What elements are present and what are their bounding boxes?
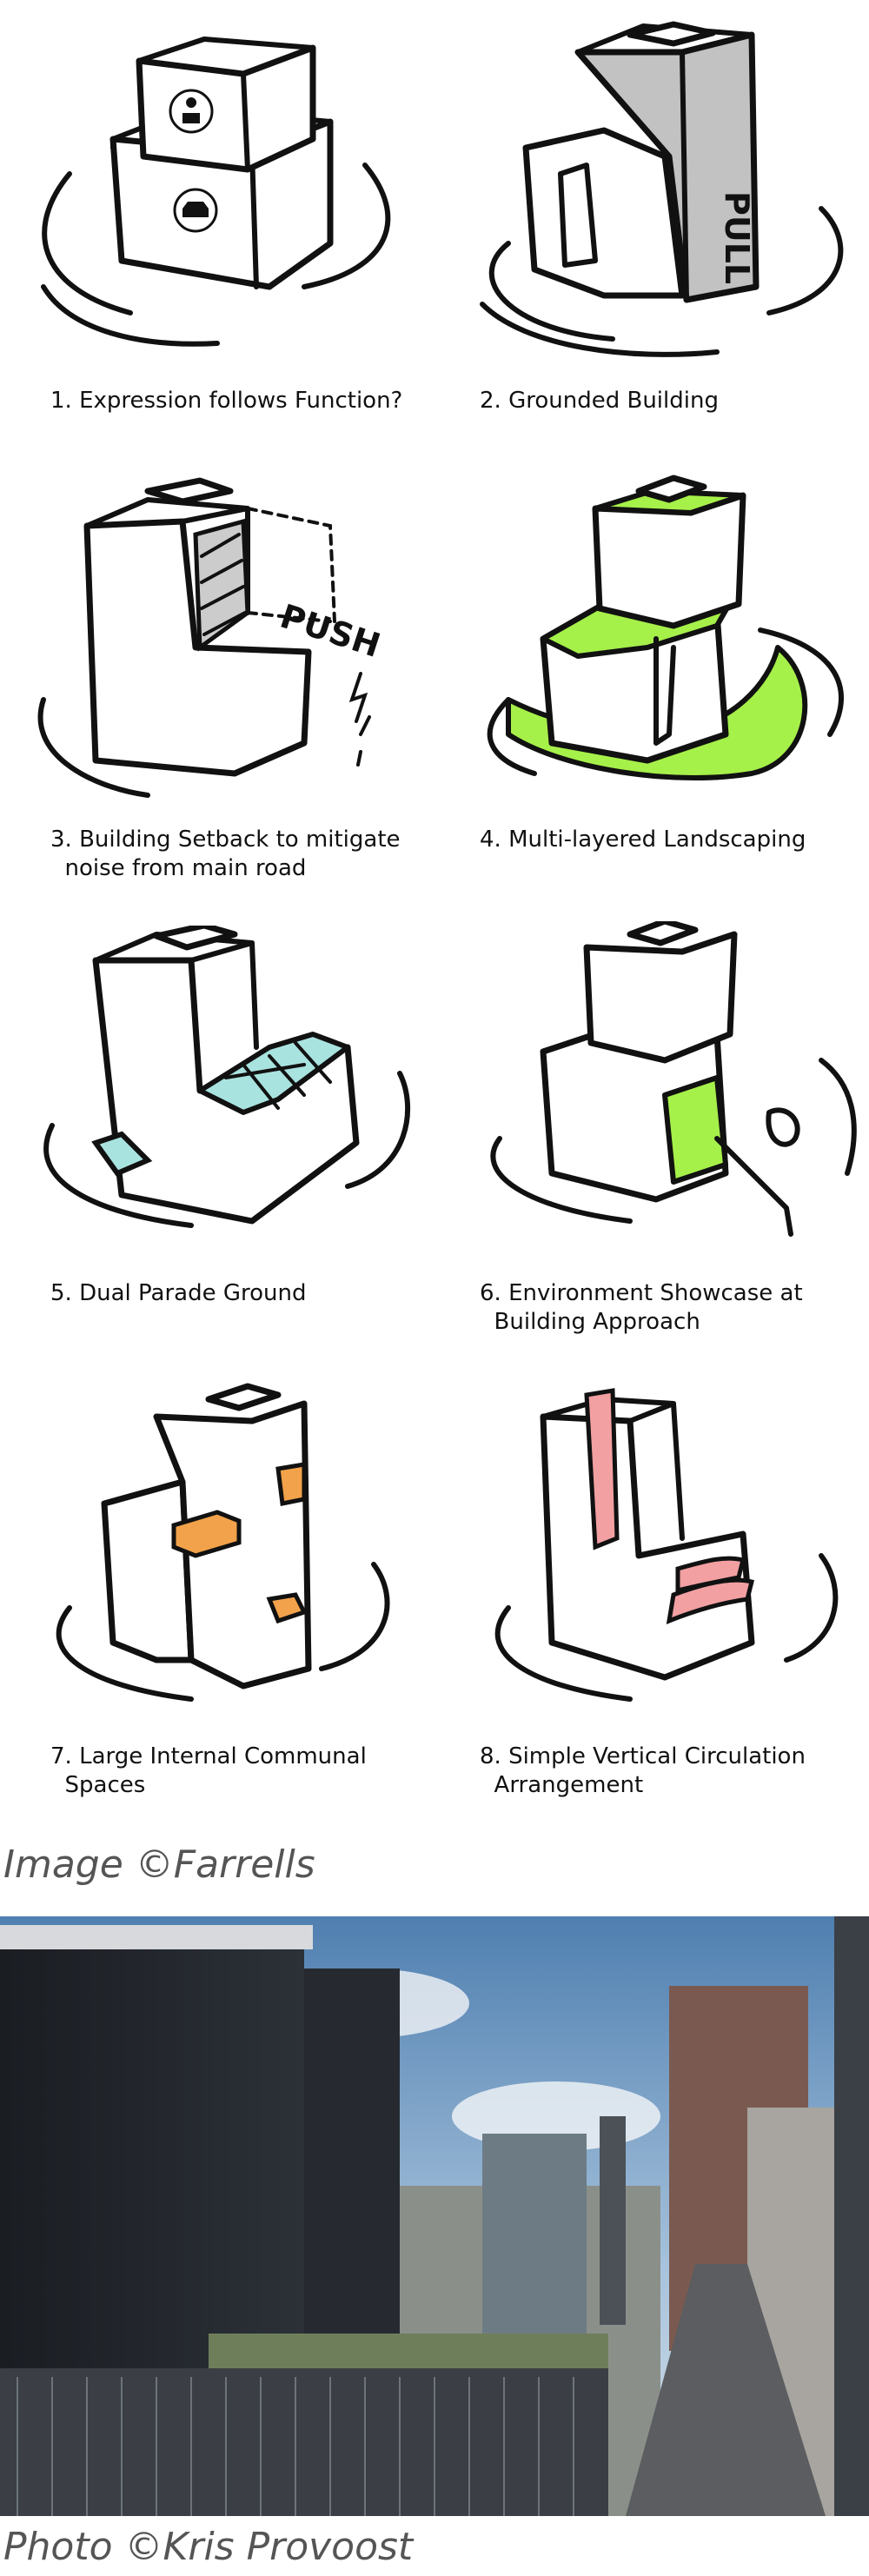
diagram-6-environment-showcase	[456, 921, 865, 1256]
photo-credit: Photo ©Kris Provoost	[3, 2525, 414, 2569]
diagram-3-caption: 3. Building Setback to mitigate noise fr…	[50, 827, 401, 881]
diagram-5-caption: 5. Dual Parade Ground	[50, 1280, 307, 1306]
diagram-1-expression-follows-function	[17, 26, 417, 374]
driver-icon	[169, 89, 214, 134]
diagram-3-sketch: PUSH	[37, 477, 385, 798]
diagram-6-caption: 6. Environment Showcase at Building Appr…	[480, 1280, 803, 1335]
diagram-1-sketch	[41, 37, 391, 347]
diagram-8-caption: 8. Simple Vertical Circulation Arrangeme…	[480, 1743, 806, 1798]
diagram-2-grounded-building: PULL	[456, 17, 865, 374]
diagram-1-caption: 1. Expression follows Function?	[50, 388, 403, 414]
diagram-2-caption: 2. Grounded Building	[480, 388, 719, 414]
image-credit: Image ©Farrells	[3, 1842, 315, 1887]
diagram-8-vertical-circulation	[456, 1382, 865, 1730]
diagram-4-caption: 4. Multi-layered Landscaping	[480, 827, 806, 853]
diagram-7-sketch	[56, 1383, 390, 1702]
diagram-6-sketch	[490, 921, 857, 1237]
pull-label: PULL	[718, 191, 756, 284]
diagram-3-building-setback: PUSH	[17, 474, 434, 821]
building-photo-illustration	[0, 1916, 869, 2516]
diagram-8-sketch	[494, 1388, 839, 1702]
diagram-5-dual-parade-ground	[17, 926, 434, 1256]
diagram-4-multi-layered-landscaping	[456, 474, 865, 821]
diagram-7-internal-communal-spaces	[17, 1382, 434, 1730]
building-photo	[0, 1916, 869, 2516]
diagram-4-sketch	[487, 475, 844, 780]
diagram-5-sketch	[43, 926, 411, 1228]
diagram-7-caption: 7. Large Internal Communal Spaces	[50, 1743, 367, 1798]
diagram-2-sketch: PULL	[480, 21, 844, 357]
